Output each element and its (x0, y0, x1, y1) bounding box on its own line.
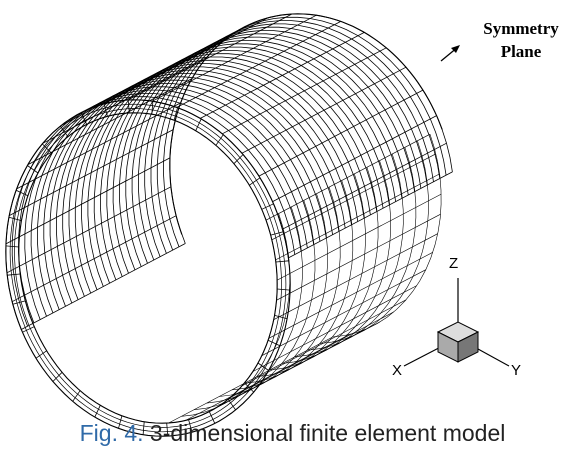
inner-ring (282, 160, 392, 364)
inner-axial-line (275, 173, 440, 261)
figure-caption-label: Fig. 4. (79, 420, 144, 446)
front-wall-radial (195, 118, 202, 131)
mesh-ring (169, 13, 453, 244)
front-wall-radial (94, 405, 101, 418)
mesh-ring (150, 23, 434, 254)
mesh-ring (156, 20, 441, 251)
inner-axial-line (229, 311, 394, 399)
mesh-ring (138, 30, 422, 261)
front-wall-radial (80, 112, 88, 125)
inner-ring (244, 180, 354, 384)
front-wall-radial (275, 260, 289, 263)
front-wall-radial (142, 421, 145, 435)
front-wall-radial (208, 411, 216, 424)
front-wall-radial (15, 189, 29, 197)
inner-ring (168, 220, 278, 424)
inner-axial-line (271, 153, 437, 241)
front-wall-radial (35, 350, 47, 359)
front-wall-radial (166, 423, 169, 437)
inner-axial-line (276, 213, 441, 301)
cylinder-mesh (5, 13, 453, 437)
inner-ring (194, 206, 303, 410)
figure-caption-text: 3-dimensional finite element model (143, 420, 506, 446)
front-wall-radial (5, 245, 19, 248)
mesh-ring (144, 26, 428, 257)
inner-axial-line (185, 334, 350, 421)
figure-caption: Fig. 4. 3-dimensional finite element mod… (0, 418, 585, 448)
inner-axial-line (261, 269, 426, 356)
front-wall-radial (173, 107, 178, 121)
front-wall-radial (188, 419, 193, 433)
front-wall-radial (118, 415, 123, 429)
front-wall-radial (261, 203, 274, 210)
inner-ring (295, 153, 404, 358)
front-wall-radial (27, 165, 39, 174)
inner-axial-line (273, 233, 438, 320)
inner-axial-line (168, 336, 334, 424)
inner-ring (332, 134, 442, 338)
front-wall-radial (215, 134, 224, 146)
front-wall-radial (270, 231, 284, 236)
cube-right (457, 331, 479, 363)
front-wall-radial (12, 300, 26, 305)
front-wall-radial (52, 372, 63, 382)
inner-ring (181, 213, 291, 417)
front-wall-radial (249, 177, 261, 186)
inner-ring (307, 147, 417, 351)
front-wall-radial (22, 326, 35, 333)
inner-ring (320, 140, 429, 344)
inner-ring (231, 187, 341, 391)
inner-ring (219, 193, 328, 397)
inner-axial-line (277, 193, 442, 281)
front-wall-radial (233, 154, 244, 164)
symmetry-plane-label-line1: Symmetry (483, 19, 559, 38)
inner-ring (206, 200, 316, 404)
inner-ring (257, 173, 366, 377)
y-axis-label: Y (511, 362, 522, 379)
front-wall-radial (267, 339, 281, 347)
mesh-ring (5, 99, 289, 330)
front-wall-radial (8, 216, 22, 221)
symmetry-plane-label-line2: Plane (500, 42, 542, 61)
inner-axial-line (268, 252, 433, 339)
inner-axial-line (252, 285, 417, 372)
mesh-ring (131, 33, 415, 264)
front-wall-radial (103, 103, 108, 117)
front-wall-radial (257, 362, 269, 371)
front-wall-radial (277, 288, 291, 291)
mesh-ring (163, 16, 447, 247)
front-wall-radial (60, 125, 69, 137)
axis-triad (403, 278, 510, 367)
front-wall-radial (42, 143, 52, 154)
annotation-arrow (440, 45, 460, 62)
inner-ring (269, 167, 379, 371)
x-axis-label: X (392, 362, 403, 379)
front-wall-radial (127, 99, 130, 113)
z-axis-label: Z (449, 255, 459, 272)
front-wall-radial (151, 101, 154, 115)
inner-axial-line (265, 133, 431, 221)
front-wall-radial (72, 390, 81, 402)
front-wall-radial (7, 273, 21, 276)
